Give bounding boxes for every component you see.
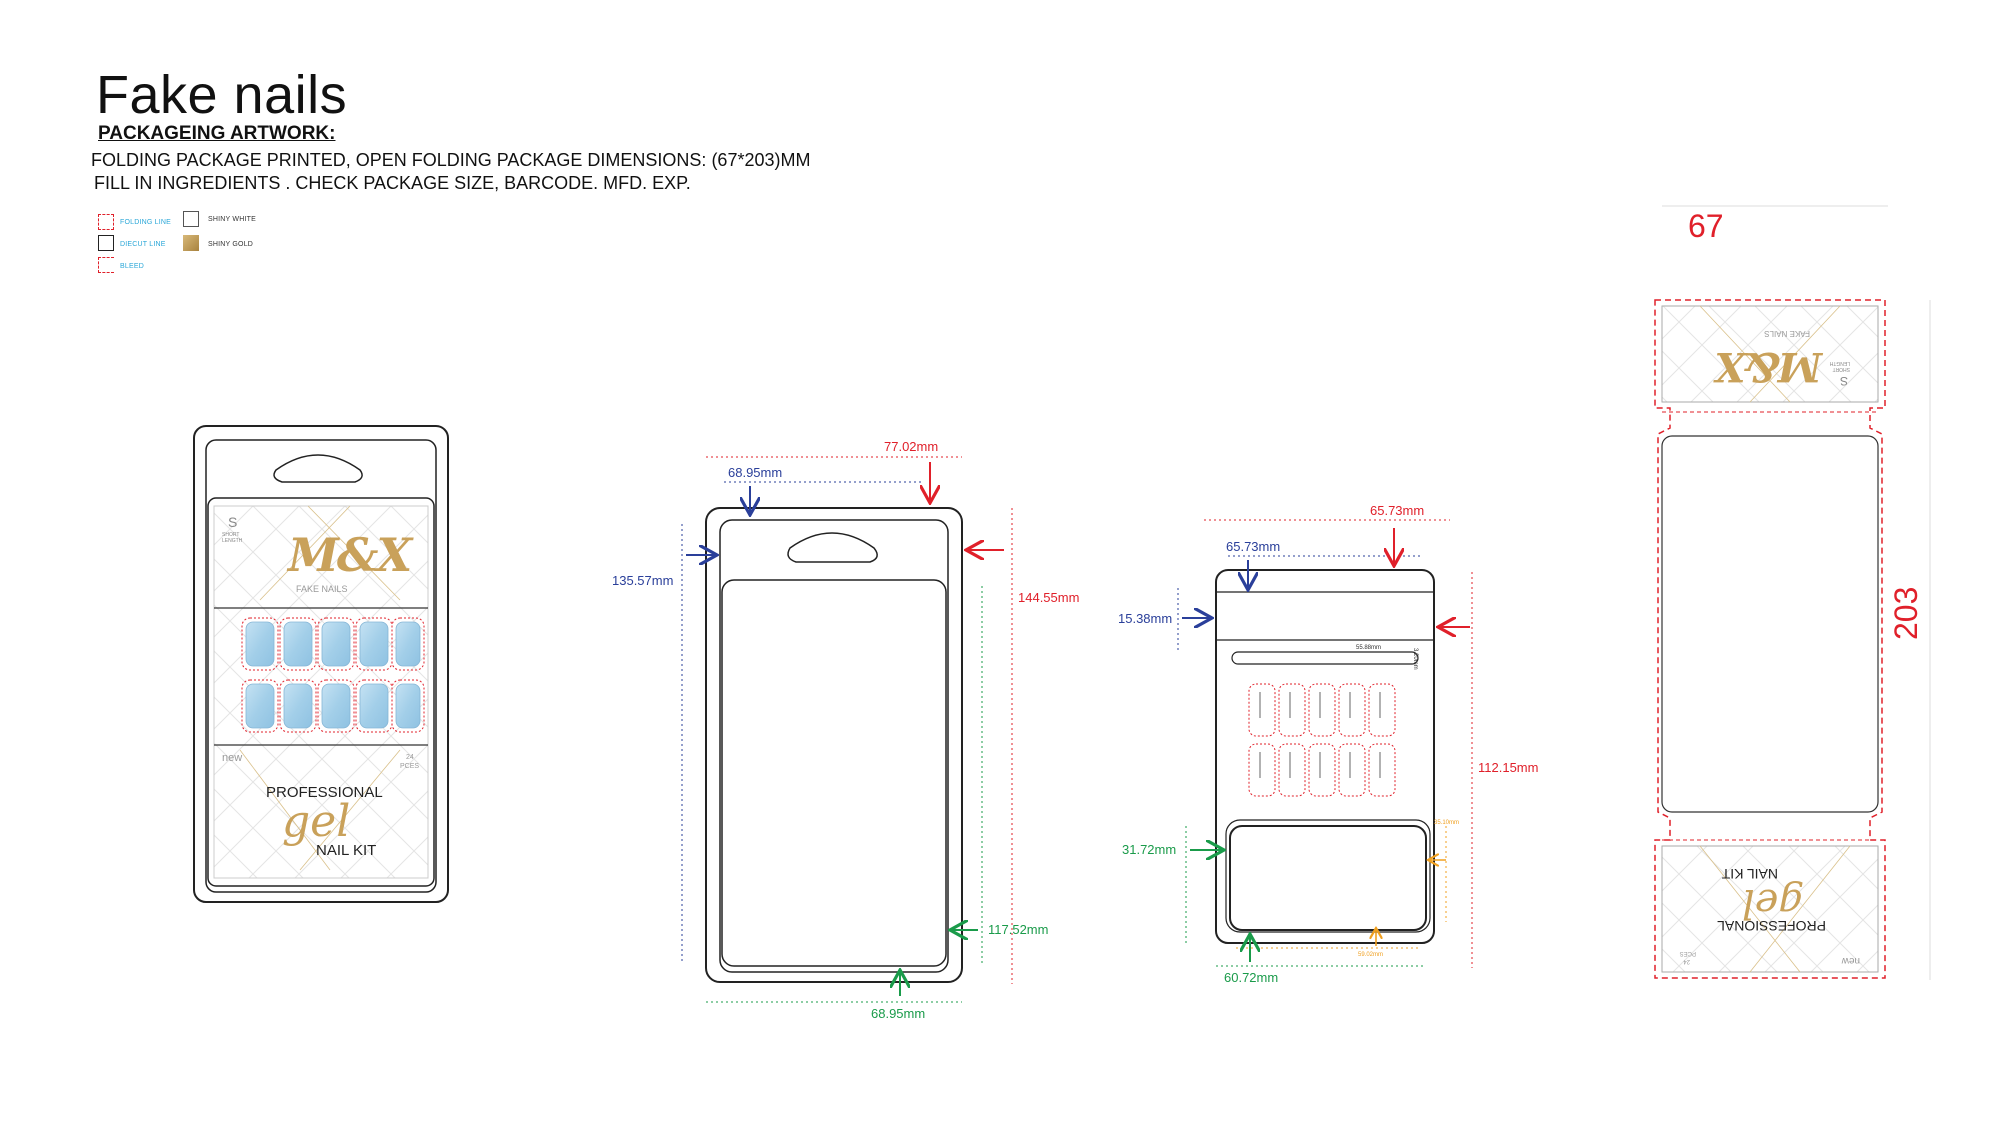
hang-hole [273,454,363,483]
description-line-1: FOLDING PACKAGE PRINTED, OPEN FOLDING PA… [91,150,811,170]
page-title: Fake nails [96,65,348,125]
nail-tip [395,683,421,729]
flat-brand-subtitle: FAKE NAILS [1764,329,1810,338]
nail-cavities [1248,683,1396,797]
nail-cavity-outline [1308,683,1336,737]
artwork-subtitle: PACKAGEING ARTWORK: [98,123,336,144]
hang-hole-mid [787,532,878,563]
nail-cavity [279,617,317,671]
dim-mid-top-width: 77.02mm [884,439,939,454]
size-text-2: LENGTH [222,538,243,544]
flat-size-code: S [1839,374,1848,388]
count-number: 24 [406,754,414,761]
nail-cavity [279,679,317,733]
count-unit: PCES [400,763,420,770]
folding-line-swatch [98,214,114,230]
nail-tip [359,621,389,667]
size-text-1: SHORT [222,532,240,538]
flat-new-label: new [1841,955,1860,966]
nail-cavity [317,617,355,671]
nail-cavity-outline [1338,743,1366,797]
nail-tip [321,683,351,729]
flat-count-number: 24 [1683,958,1690,964]
flat-size-text-1: SHORT [1832,366,1850,372]
nail-cavity-outline [1338,683,1366,737]
slot [1231,651,1419,665]
nail-cavity-outline [1368,683,1396,737]
nail-cavity [355,679,393,733]
flat-artwork [1654,205,1931,980]
flat-height: 203 [1888,586,1924,640]
assembled-package [193,425,449,903]
dim-right-bottom-width: 60.72mm [1224,970,1279,985]
nail-tip [245,683,275,729]
nail-tip [245,621,275,667]
size-code: S [228,514,238,530]
dim-mid-height-left: 135.57mm [612,573,674,588]
legend-shiny-white: SHINY WHITE [208,216,256,223]
nail-cavity [241,679,279,733]
legend-diecut-line: DIECUT LINE [120,241,166,248]
nail-cavity [355,617,393,671]
nail-cavity-outline [1248,743,1276,797]
nail-cavity-outline [1368,743,1396,797]
dim-mid-inner-height: 117.52mm [988,922,1049,937]
nail-cavity-outline [1248,683,1276,737]
dim-right-header-height: 15.38mm [1118,611,1173,626]
nail-cavity-outline [1278,743,1306,797]
nail-cavity-outline [1278,683,1306,737]
flat-size-text-2: LENGTH [1829,360,1850,366]
flat-gel-label: gel [1741,880,1804,926]
nail-cavity [391,679,425,733]
dim-right-total-height: 112.15mm [1478,760,1539,775]
nail-kit-label: NAIL KIT [316,842,377,859]
shiny-gold-swatch [183,235,199,251]
nail-cavity [241,617,279,671]
diecut-line-swatch [98,235,114,251]
flat-bottom-branding: new 24 PCES PROFESSIONAL gel NAIL KIT [1670,850,1870,970]
gel-label: gel [282,796,351,847]
nail-tray [241,617,425,733]
flat-width: 67 [1688,208,1724,244]
dim-right-top-width: 65.73mm [1370,503,1425,518]
dim-right-slot-width: 55.88mm [1356,645,1382,651]
dim-right-inner-width: 65.73mm [1226,539,1281,554]
dim-mid-bottom-width: 68.95mm [871,1006,926,1021]
flat-top-branding: M&X FAKE NAILS S SHORT LENGTH [1700,316,1850,396]
flat-nail-kit-label: NAIL KIT [1721,866,1778,882]
nail-tip [321,621,351,667]
dim-mid-height-right: 144.55mm [1018,590,1080,605]
shiny-white-swatch [183,211,199,227]
bleed-swatch [98,257,114,273]
dim-right-bottom-height: 31.72mm [1122,842,1177,857]
legend-folding-line: FOLDING LINE [120,219,172,226]
dim-right-slot-height: 3.20mm [1412,648,1418,670]
legend-bleed: BLEED [120,263,144,270]
description-line-2: FILL IN INGREDIENTS . CHECK PACKAGE SIZE… [94,173,691,193]
flat-brand-logo: M&X [1716,343,1822,390]
legend-shiny-gold: SHINY GOLD [208,241,254,248]
professional-label: PROFESSIONAL [266,784,383,801]
nail-tip [395,621,421,667]
dim-right-small-right: 35.10mm [1434,820,1460,826]
dim-mid-inner-width: 68.95mm [728,465,783,480]
tray-outline [1177,519,1473,968]
flat-count-unit: PCES [1679,950,1696,956]
nail-tip [359,683,389,729]
nail-cavity [391,617,425,671]
dim-right-small-bottom: 59.02mm [1358,952,1384,958]
brand-subtitle: FAKE NAILS [296,584,348,594]
new-label: new [222,752,243,764]
blister-outline [681,456,1013,1003]
nail-tip [283,621,313,667]
brand-logo: M&X [288,528,412,582]
nail-cavity [317,679,355,733]
nail-tip [283,683,313,729]
nail-cavity-outline [1308,743,1336,797]
